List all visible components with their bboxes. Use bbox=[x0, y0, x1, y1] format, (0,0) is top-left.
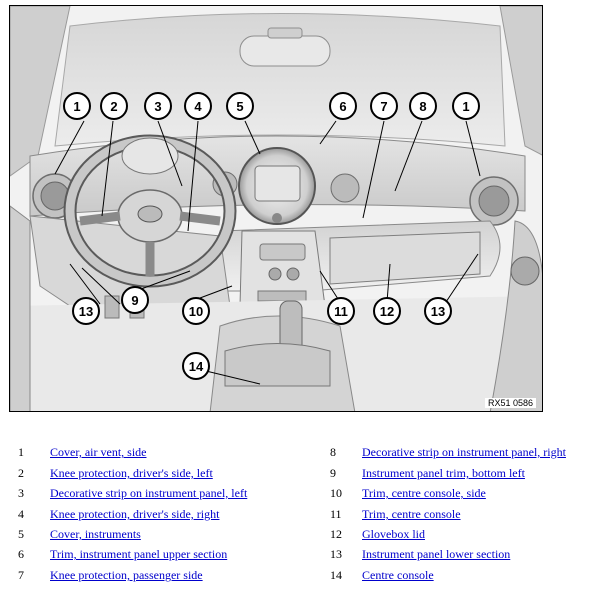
legend-link-decorative-strip-right[interactable]: Decorative strip on instrument panel, ri… bbox=[362, 445, 566, 459]
callout-4-label: 4 bbox=[194, 99, 202, 114]
callout-13-right: 13 bbox=[424, 297, 452, 325]
callout-1-left: 1 bbox=[63, 92, 91, 120]
callout-2: 2 bbox=[100, 92, 128, 120]
legend-number: 6 bbox=[18, 547, 24, 561]
callout-6: 6 bbox=[329, 92, 357, 120]
callout-3-label: 3 bbox=[154, 99, 161, 114]
legend-link-knee-protection-passenger[interactable]: Knee protection, passenger side bbox=[50, 568, 203, 582]
callout-13-left-label: 13 bbox=[79, 304, 93, 319]
legend-link-trim-centre-console[interactable]: Trim, centre console bbox=[362, 507, 461, 521]
callout-2-label: 2 bbox=[110, 99, 117, 114]
legend-link-trim-instrument-panel-upper[interactable]: Trim, instrument panel upper section bbox=[50, 547, 228, 561]
legend-number: 5 bbox=[18, 527, 24, 541]
legend-number: 3 bbox=[18, 486, 24, 500]
callout-9: 9 bbox=[121, 286, 149, 314]
callout-14-label: 14 bbox=[189, 359, 204, 374]
callout-7-label: 7 bbox=[380, 99, 387, 114]
callout-3: 3 bbox=[144, 92, 172, 120]
callout-12-label: 12 bbox=[380, 304, 394, 319]
callout-5: 5 bbox=[226, 92, 254, 120]
legend-link-knee-protection-drivers-left[interactable]: Knee protection, driver's side, left bbox=[50, 466, 213, 480]
legend-number: 14 bbox=[330, 568, 342, 582]
legend-link-instrument-panel-trim-bottom-left[interactable]: Instrument panel trim, bottom left bbox=[362, 466, 525, 480]
legend-number: 13 bbox=[330, 547, 342, 561]
callout-14: 14 bbox=[182, 352, 210, 380]
legend-number: 4 bbox=[18, 507, 24, 521]
dashboard-illustration: 1 2 3 4 5 6 7 8 bbox=[10, 6, 542, 411]
callout-7: 7 bbox=[370, 92, 398, 120]
legend-link-centre-console[interactable]: Centre console bbox=[362, 568, 434, 582]
legend-link-decorative-strip-left[interactable]: Decorative strip on instrument panel, le… bbox=[50, 486, 248, 500]
callout-4: 4 bbox=[184, 92, 212, 120]
dashboard-diagram: 1 2 3 4 5 6 7 8 bbox=[9, 5, 543, 412]
callout-11: 11 bbox=[327, 297, 355, 325]
legend-link-cover-air-vent-side[interactable]: Cover, air vent, side bbox=[50, 445, 147, 459]
callout-6-label: 6 bbox=[339, 99, 346, 114]
callout-1-right: 1 bbox=[452, 92, 480, 120]
callout-10: 10 bbox=[182, 297, 210, 325]
legend-number: 7 bbox=[18, 568, 24, 582]
legend-number: 8 bbox=[330, 445, 336, 459]
callout-13-right-label: 13 bbox=[431, 304, 445, 319]
legend-link-cover-instruments[interactable]: Cover, instruments bbox=[50, 527, 141, 541]
legend-link-instrument-panel-lower-section[interactable]: Instrument panel lower section bbox=[362, 547, 511, 561]
legend-number: 9 bbox=[330, 466, 336, 480]
callout-8-label: 8 bbox=[419, 99, 426, 114]
callout-1-left-label: 1 bbox=[73, 99, 80, 114]
callout-10-label: 10 bbox=[189, 304, 203, 319]
callout-8: 8 bbox=[409, 92, 437, 120]
callout-5-label: 5 bbox=[236, 99, 243, 114]
reference-code: RX51 0586 bbox=[484, 398, 536, 408]
callout-11-label: 11 bbox=[334, 304, 348, 319]
legend-link-knee-protection-drivers-right[interactable]: Knee protection, driver's side, right bbox=[50, 507, 220, 521]
legend-number: 10 bbox=[330, 486, 342, 500]
legend-link-glovebox-lid[interactable]: Glovebox lid bbox=[362, 527, 425, 541]
callout-12: 12 bbox=[373, 297, 401, 325]
callout-9-label: 9 bbox=[131, 293, 138, 308]
legend-number: 2 bbox=[18, 466, 24, 480]
callout-1-right-label: 1 bbox=[462, 99, 469, 114]
legend-number: 1 bbox=[18, 445, 24, 459]
legend-number: 11 bbox=[330, 507, 342, 521]
legend-number: 12 bbox=[330, 527, 342, 541]
legend-link-trim-centre-console-side[interactable]: Trim, centre console, side bbox=[362, 486, 486, 500]
callout-13-left: 13 bbox=[72, 297, 100, 325]
